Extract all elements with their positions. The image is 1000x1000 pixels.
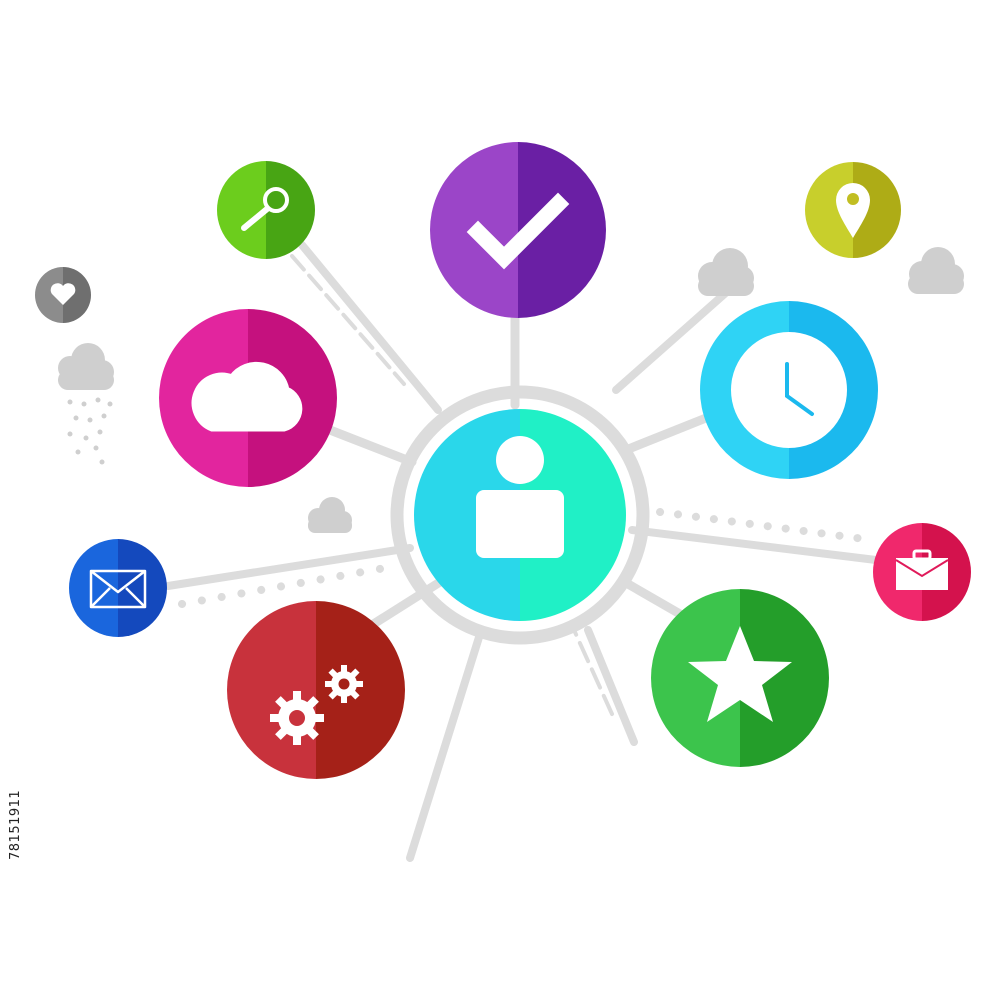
connector-search — [298, 241, 442, 414]
background-clouds — [58, 247, 964, 533]
hub-ring — [390, 385, 650, 645]
favorite-node[interactable] — [34, 266, 92, 324]
briefcase-node[interactable] — [872, 522, 972, 622]
cloud-icon — [191, 361, 303, 432]
location-pin-icon — [836, 183, 870, 238]
stock-id-label: 78151911 — [8, 789, 23, 860]
checkmark-icon — [466, 192, 570, 270]
connector-briefcase — [628, 526, 880, 564]
user-icon — [476, 436, 564, 558]
check-node[interactable] — [428, 140, 608, 320]
briefcase-icon — [895, 549, 949, 590]
connector-briefcase-dots — [656, 508, 876, 544]
star-icon — [688, 626, 792, 722]
connector-cloud-node — [325, 425, 417, 467]
search-icon — [241, 187, 289, 231]
heart-icon — [50, 283, 76, 305]
settings-node[interactable] — [226, 600, 406, 780]
cloud-shape-top-right — [698, 248, 754, 296]
cloud-shape-far-right — [908, 247, 964, 294]
location-node[interactable] — [804, 162, 902, 258]
connector-mail-dots — [178, 564, 389, 608]
cloud-shape-middle — [308, 497, 352, 533]
gears-icon — [270, 665, 363, 745]
connector-cloud-shape — [612, 278, 742, 394]
connector-search-dash — [290, 254, 406, 386]
connector-bottom-left — [406, 630, 484, 862]
user-hub — [390, 385, 650, 645]
clock-node[interactable] — [698, 300, 880, 480]
connector-bottom-right — [584, 626, 638, 746]
connectors — [164, 241, 880, 862]
cloud-node[interactable] — [158, 308, 338, 488]
clock-icon — [731, 332, 847, 448]
connector-mail — [164, 544, 414, 590]
rain-cloud-shape — [58, 343, 114, 390]
rain-drops — [67, 397, 113, 465]
envelope-icon — [89, 569, 147, 609]
connector-clock — [621, 413, 711, 455]
mail-node[interactable] — [68, 538, 168, 638]
connector-bottom-right-dash — [572, 628, 614, 716]
connector-star — [623, 579, 685, 619]
